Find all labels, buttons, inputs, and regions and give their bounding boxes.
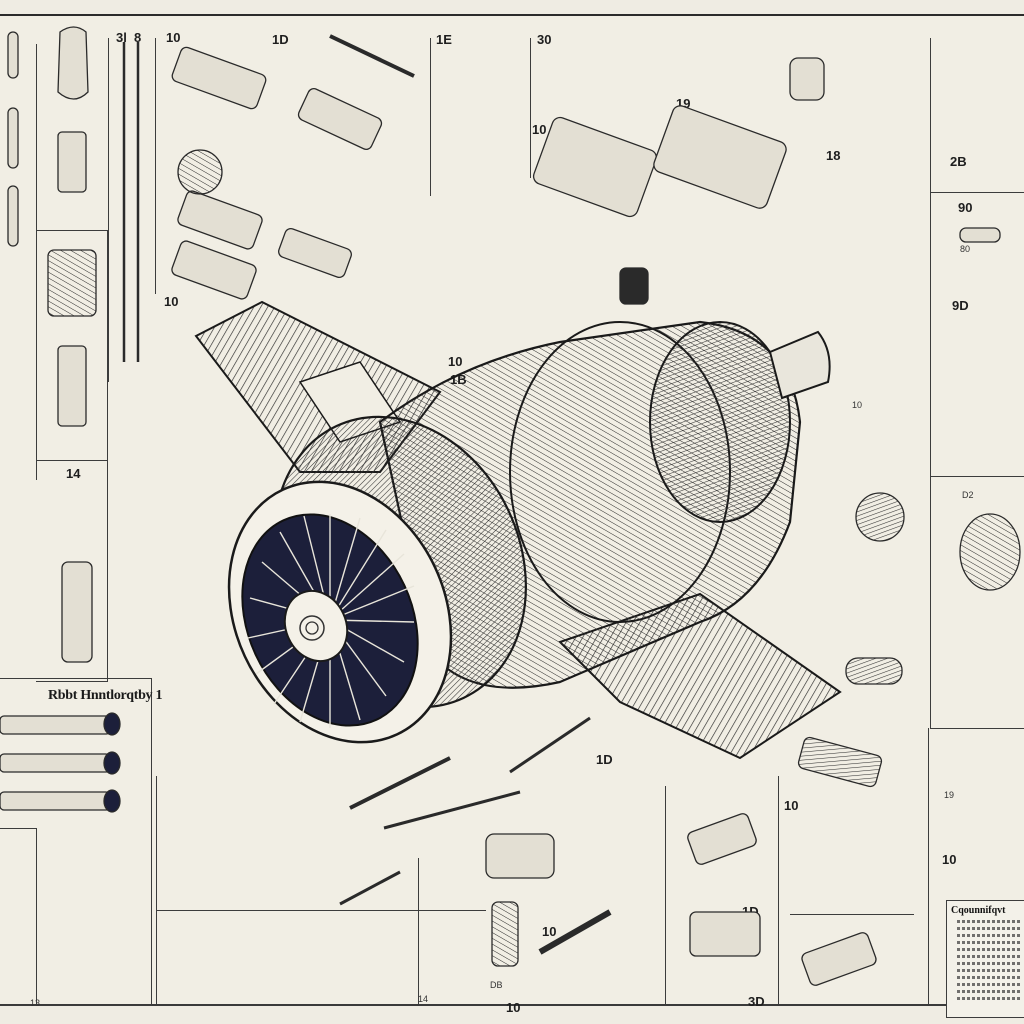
panel-divider [430,38,431,196]
panel-divider [156,910,486,911]
part-label: 80 [960,244,971,254]
part-label: 10 [532,122,547,137]
part-label: 14 [66,466,81,481]
part-label: 19 [944,790,955,800]
part-label: DB [490,980,503,990]
panel-divider [530,38,531,178]
part-label: D2 [962,490,974,500]
panel-divider [108,38,109,382]
part-label: 13 [30,998,41,1008]
panel-divider [36,828,37,1004]
part-label: 1E [436,32,452,47]
jet-engine-illustration [194,300,842,760]
panel-divider [0,828,36,829]
panel-divider [156,776,157,1004]
panel-divider [36,460,108,461]
part-label: 14 [418,994,429,1004]
part-label: 10 [166,30,181,45]
panel-divider [36,44,37,480]
part-label: 8 [134,30,142,45]
part-label: 3D [748,994,765,1009]
part-label: 90 [958,200,973,215]
scattered-parts [0,26,1021,986]
panel-divider [928,728,929,1004]
part-label: 1D [272,32,289,47]
left-parts-panel [36,230,108,682]
panel-divider [778,776,779,1004]
part-label: 2B [950,154,967,169]
panel-divider [930,192,1024,193]
panel-divider [155,38,156,294]
part-label: 10 [852,400,863,410]
part-label: 10 [448,354,463,369]
part-label: 10 [506,1000,521,1015]
panel-divider [930,38,931,728]
part-label: 3l [116,30,127,45]
panel-divider [790,914,914,915]
parts-panel-title: Rbbt Hnntlorqtby 1 [48,688,163,703]
part-label: 10 [542,924,557,939]
part-label: 10 [164,294,179,309]
part-label: 10 [784,798,799,813]
part-label: 10 [942,852,957,867]
part-label: 1D [596,752,613,767]
part-label: 9D [952,298,969,313]
part-label: 18 [826,148,841,163]
diagram-sheet: Rbbt Hnntlorqtby 1 3l 8 14 10 1D 1E 30 1… [0,14,1024,1018]
panel-divider [418,858,419,1004]
bottom-left-panel [0,678,152,1006]
panel-divider [930,476,1024,477]
panel-divider [930,728,1024,729]
part-label: 30 [537,32,552,47]
notes-title: Cqounnifqvt [951,905,1006,916]
panel-divider [665,786,666,1004]
notes-legend-box: Cqounnifqvt [946,900,1024,1018]
